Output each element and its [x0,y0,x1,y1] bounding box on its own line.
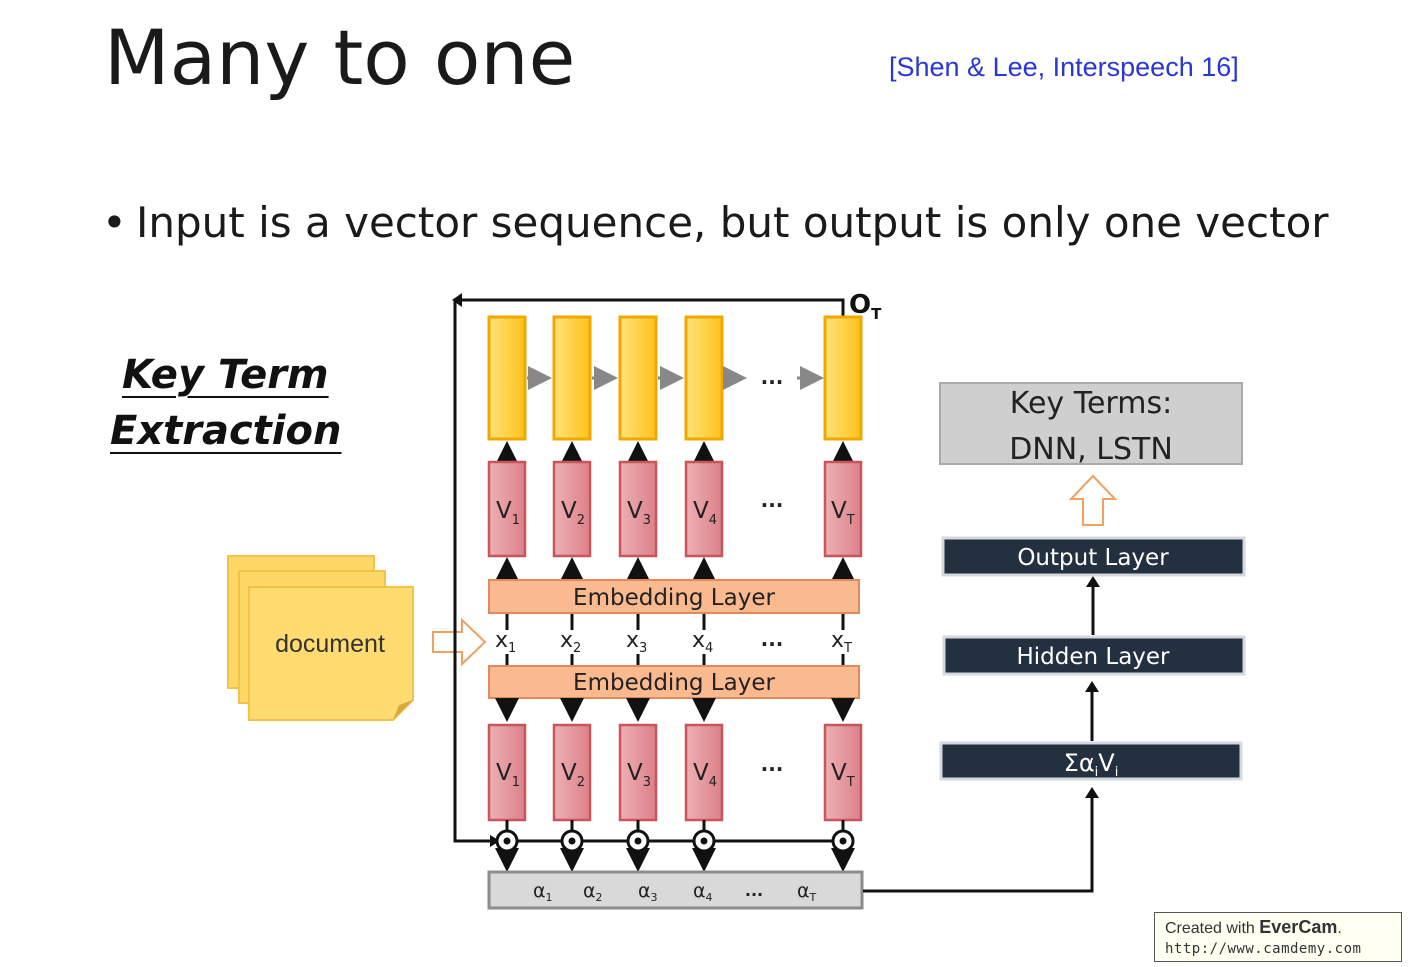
upper-v4-label: V4 [693,498,717,528]
result-hollow-arrow-icon [1068,474,1118,526]
key-terms-line1: Key Terms: [1010,386,1172,421]
x3-label: x3 [626,628,647,656]
weighted-sum-label: ΣαiVi [1064,749,1119,780]
x-labels: x1 x2 x3 x4 xT ... [495,627,852,656]
alpha-to-sum-line [863,793,1094,893]
rnn-cell-2 [552,315,592,441]
rnn-cells [487,315,863,441]
x2-label: x2 [560,628,581,656]
upper-vt-label: VT [831,498,855,528]
lower-embedding-layer [488,665,860,699]
attention-weights-bar [487,870,864,910]
lower-v1-label: V1 [496,760,520,790]
x-ellipsis: ... [761,627,784,651]
watermark-url: http://www.camdemy.com [1165,941,1362,957]
upper-v3-label: V3 [627,498,651,528]
lower-v-boxes: V1 V2 V3 V4 VT ... [487,723,863,822]
key-terms-result-box [939,382,1243,465]
output-layer-label: Output Layer [1017,545,1169,571]
lower-embedding-label: Embedding Layer [573,670,775,696]
lower-vt-label: VT [831,760,855,790]
lower-v4-label: V4 [693,760,717,790]
key-term-heading-line2: Extraction [110,408,342,454]
odot-icon-2 [560,829,584,853]
upper-v1-label: V1 [496,498,520,528]
upper-v-ellipsis: ... [761,488,784,512]
watermark-brand: EverCam [1259,917,1338,937]
multiply-nodes [495,829,855,853]
bullet-point: •Input is a vector sequence, but output … [102,198,1329,247]
rnn-cell-t [823,315,863,441]
upper-v2-label: V2 [561,498,585,528]
rnn-cell-4 [684,315,724,441]
watermark-dot: . [1337,920,1342,937]
x-connectors [505,614,845,666]
key-terms-line2: DNN, LSTN [1009,432,1173,467]
odot-icon-3 [626,829,650,853]
citation: [Shen & Lee, Interspeech 16] [889,52,1239,82]
alpha4-label: α4 [693,880,713,904]
alpha-ellipsis: ... [745,881,763,900]
alphat-label: αT [797,880,817,904]
upper-up-arrows [495,441,855,465]
rnn-ellipsis: ... [761,365,784,389]
document-label: document [275,630,385,658]
upper-embedding-layer [488,579,860,614]
document-stack: document [227,555,414,721]
output-layer-box [941,536,1246,577]
alpha1-label: α1 [533,880,553,904]
bullet-dot-icon: • [102,198,127,247]
odot-icon-4 [692,829,716,853]
key-term-heading-line1: Key Term [122,352,329,398]
evercam-watermark: Created with EverCam. http://www.camdemy… [1154,912,1402,962]
rnn-cell-3 [618,315,658,441]
embed-up-arrows [495,557,855,581]
bullet-text: Input is a vector sequence, but output i… [136,198,1329,247]
document-input-arrow-icon [432,617,487,667]
xt-label: xT [831,628,852,656]
x4-label: x4 [692,628,713,656]
slide-title: Many to one [104,13,576,102]
hidden-layer-label: Hidden Layer [1016,644,1170,670]
upper-embedding-label: Embedding Layer [573,585,775,611]
output-ot-label: OT [849,290,882,323]
weighting-connectors [495,820,855,872]
upper-v-boxes: V1 V2 V3 V4 VT ... [487,460,863,558]
hidden-layer-box [942,635,1246,676]
odot-icon-t [831,829,855,853]
odot-icon-1 [495,829,519,853]
x1-label: x1 [495,628,516,656]
alpha2-label: α2 [583,880,603,904]
lower-v2-label: V2 [561,760,585,790]
alpha3-label: α3 [638,880,658,904]
lower-v-ellipsis: ... [761,752,784,776]
lower-v3-label: V3 [627,760,651,790]
embed-down-arrows [495,698,855,722]
watermark-created-with: Created with [1165,920,1255,937]
weighted-sum-box [939,741,1243,781]
rnn-cell-1 [487,315,527,441]
alpha-labels: α1 α2 α3 α4 ... αT [533,880,817,904]
